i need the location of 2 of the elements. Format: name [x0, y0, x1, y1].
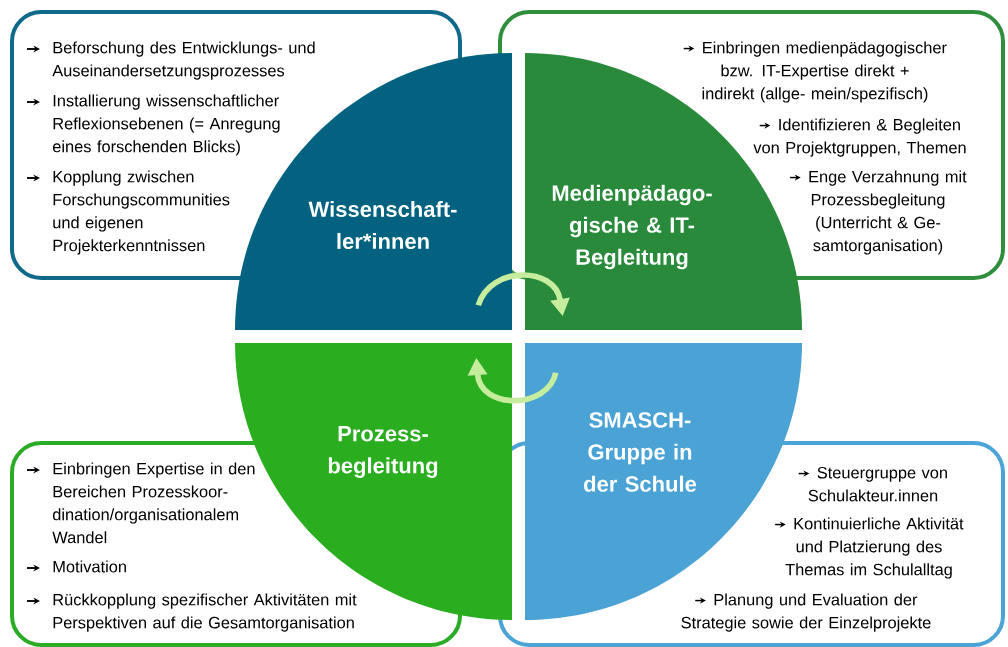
bullet-text: Motivation [53, 560, 126, 573]
bullet-text: Kopplung zwischen Forschungscommunities und eigenen Projekterkenntnissen [53, 170, 230, 255]
